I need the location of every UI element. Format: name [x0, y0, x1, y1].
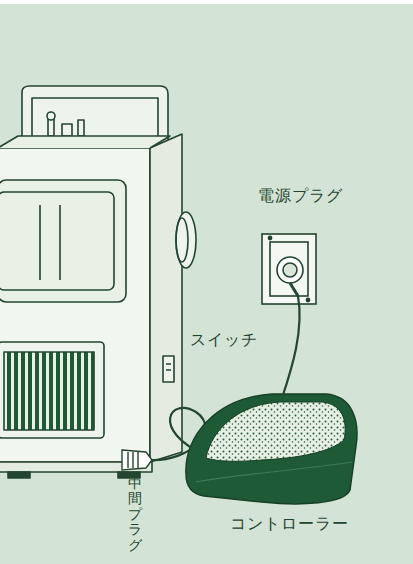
part-label: 電源プラグ	[258, 186, 343, 205]
part-label: スイッチ	[190, 330, 258, 349]
machine	[0, 86, 196, 478]
foot-controller	[186, 394, 357, 504]
intermediate-plug	[122, 450, 152, 470]
top-band	[0, 0, 413, 4]
part-label: コントローラー	[230, 514, 349, 533]
part-label: 中間プラグ	[128, 476, 142, 553]
wall-outlet	[262, 234, 316, 304]
